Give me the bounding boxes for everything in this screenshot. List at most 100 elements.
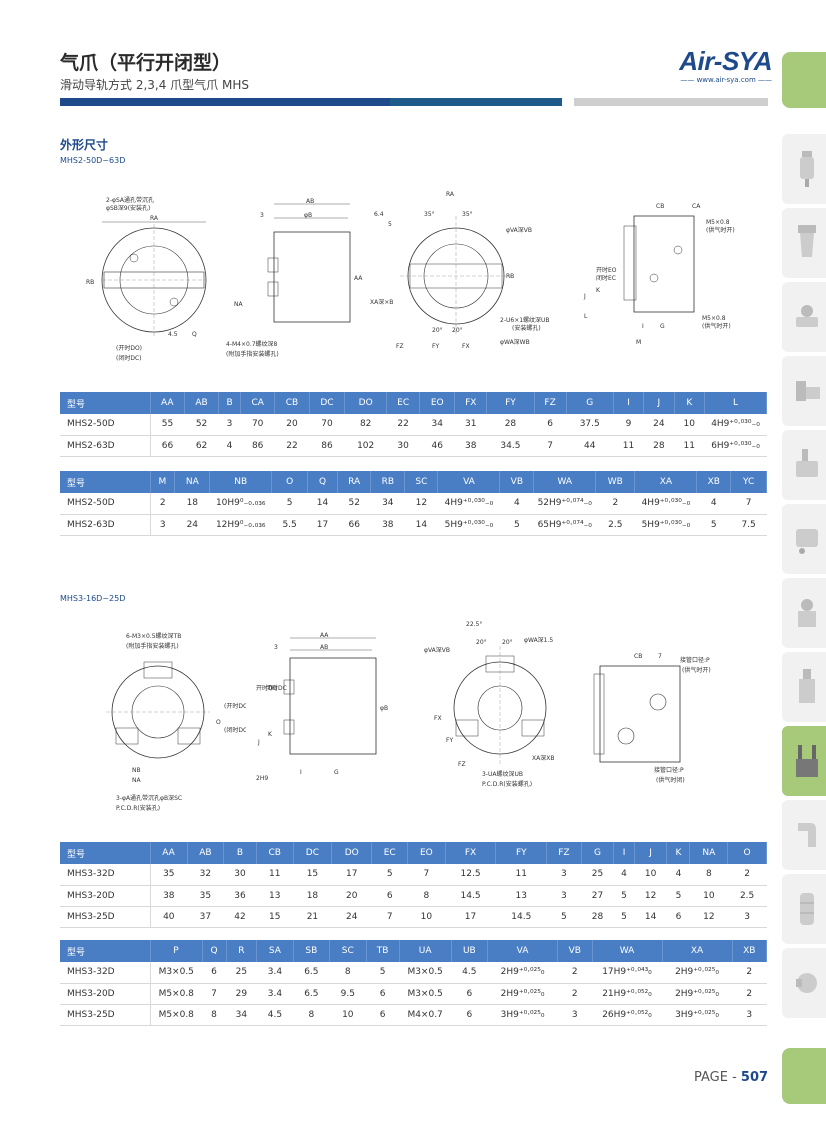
drawing-mhs2-front: 2-φSA通孔带沉孔 φSB深9(安装孔) RA RB 4.5 Q NA (开时… xyxy=(84,188,294,372)
side-nav-actuator[interactable] xyxy=(782,948,826,1018)
col-header: UA xyxy=(399,940,452,962)
table-row: MHS3-20D M5×0.8 7 29 3.4 6.5 9.5 6 M3×0.… xyxy=(60,983,767,1005)
col-header: XB xyxy=(732,940,767,962)
label-wa2: φWA深1.5 xyxy=(524,636,553,644)
cell: 25 xyxy=(226,962,257,984)
cell: 5 xyxy=(371,864,408,886)
label-225: 22.5° xyxy=(466,621,482,628)
cell: 17 xyxy=(445,906,496,928)
label-p1: 接管口径:P xyxy=(680,656,710,664)
cell: 46 xyxy=(419,435,455,457)
side-nav-solenoid[interactable] xyxy=(782,504,826,574)
drawing-mhs3-side: AA AB 3 开时DO 闭时DC φB J K I G 2H9 xyxy=(254,630,394,794)
cell: 8 xyxy=(329,962,366,984)
cell: 42 xyxy=(223,906,257,928)
label-m3-note: (附加手指安装螺孔) xyxy=(126,642,179,650)
side-tab-top[interactable] xyxy=(782,52,826,108)
col-header: J xyxy=(634,842,668,864)
cell: 22 xyxy=(386,414,420,436)
side-tab-bottom[interactable] xyxy=(782,1048,826,1104)
side-category-nav xyxy=(782,134,826,1022)
label-u6: 2-U6×1螺纹深UB xyxy=(500,316,550,324)
cell: 3H9⁺⁰·⁰²⁵₀ xyxy=(662,1004,732,1026)
cell: 4.5 xyxy=(256,1004,294,1026)
label-do3: 开时DO xyxy=(256,684,278,692)
cell: 2 xyxy=(557,962,592,984)
drawing-mhs3-top: 22.5° 20° 20° φVA深VB φWA深1.5 FX FY FZ XA… xyxy=(420,616,580,800)
col-header: UB xyxy=(451,940,489,962)
table-row: MHS3-25D 40 37 42 15 21 24 7 10 17 14.5 … xyxy=(60,906,767,928)
side-nav-valve[interactable] xyxy=(782,282,826,352)
side-nav-fitting[interactable] xyxy=(782,356,826,426)
cell: 70 xyxy=(309,414,345,436)
cell: 2 xyxy=(557,983,592,1005)
cell: 20 xyxy=(274,414,310,436)
cell: 2H9⁺⁰·⁰²⁵₀ xyxy=(662,983,732,1005)
cell: 5 xyxy=(613,885,635,907)
table-row: MHS2-50D 2 18 10H9⁰₋₀.₀₃₆ 5 14 52 34 12 … xyxy=(60,493,767,515)
label-dc3: 闭时DC xyxy=(266,684,287,692)
label-na2: NA xyxy=(132,777,141,784)
col-header: VB xyxy=(499,471,535,493)
cell: MHS2-50D xyxy=(60,493,151,515)
label-m5a-note: (供气时开) xyxy=(706,226,735,234)
cell: 29 xyxy=(226,983,257,1005)
cell: 38 xyxy=(370,514,405,536)
cell: M3×0.5 xyxy=(399,983,452,1005)
cell: 6 xyxy=(366,983,400,1005)
col-header: RB xyxy=(370,471,406,493)
cell: 22 xyxy=(274,435,310,457)
cell: 5 xyxy=(366,962,400,984)
drawing-mhs2-end: CB CA M5×0.8 (供气时开) 开时EO 闭时EC J K L I G … xyxy=(580,196,750,360)
cell: 4 xyxy=(666,864,690,886)
cell: 2H9⁺⁰·⁰²⁵₀ xyxy=(662,962,732,984)
col-header: DC xyxy=(309,392,346,414)
label-va2: φVA深VB xyxy=(424,646,450,654)
cell: 10 xyxy=(689,885,728,907)
cell: 10H9⁰₋₀.₀₃₆ xyxy=(209,493,272,515)
spec-table-mhs2-b: 型号 M NA NB O Q RA RB SC VA VB WA WB XA X… xyxy=(60,471,767,536)
col-header: DO xyxy=(344,392,387,414)
table-header-row: 型号 P Q R SA SB SC TB UA UB VA VB WA XA X… xyxy=(60,940,767,962)
label-20c: 20° xyxy=(476,639,487,646)
cell: 15 xyxy=(293,864,332,886)
side-nav-filter-bowl[interactable] xyxy=(782,208,826,278)
cell: M5×0.8 xyxy=(150,1004,202,1026)
cell: 21 xyxy=(293,906,332,928)
cell: 5H9⁺⁰·⁰³⁰₋₀ xyxy=(634,514,697,536)
col-header: L xyxy=(704,392,767,414)
label-q: Q xyxy=(192,331,197,338)
col-header: VA xyxy=(437,471,501,493)
cell: 37 xyxy=(187,906,224,928)
label-pcd2: P.C.D.R(安装螺孔) xyxy=(482,780,532,788)
cell: MHS2-63D xyxy=(60,514,151,536)
cell: 17 xyxy=(331,864,372,886)
label-2h9: 2H9 xyxy=(256,775,268,782)
label-dc2: (闭时DC) xyxy=(224,726,246,734)
spec-table-mhs3-b: 型号 P Q R SA SB SC TB UA UB VA VB WA XA X… xyxy=(60,940,767,1026)
brand-logo: Air-SYA —— www.air-sya.com —— xyxy=(672,48,772,84)
label-aa: AB xyxy=(306,198,314,205)
spec-table-mhs3-a: 型号 AA AB B CB DC DO EC EO FX FY FZ G I J… xyxy=(60,842,767,928)
cell: 5H9⁺⁰·⁰³⁰₋₀ xyxy=(437,514,500,536)
col-header: 型号 xyxy=(60,940,151,962)
col-header: G xyxy=(581,842,615,864)
col-header: G xyxy=(566,392,614,414)
side-nav-cylinder[interactable] xyxy=(782,430,826,500)
cell: 2 xyxy=(150,493,175,515)
header-bar-mid xyxy=(390,98,562,106)
side-nav-filter[interactable] xyxy=(782,134,826,204)
label-sa: 2-φSA通孔带沉孔 xyxy=(106,196,154,204)
table-row: MHS2-63D 3 24 12H9⁰₋₀.₀₃₆ 5.5 17 66 38 1… xyxy=(60,514,767,536)
side-nav-silencer[interactable] xyxy=(782,874,826,944)
cell: 5 xyxy=(271,493,308,515)
actuator-icon xyxy=(796,973,817,993)
side-nav-gripper[interactable] xyxy=(782,726,826,796)
side-nav-lubricator[interactable] xyxy=(782,652,826,722)
label-do2: (开时DO) xyxy=(224,702,246,710)
side-nav-elbow[interactable] xyxy=(782,800,826,870)
side-nav-regulator[interactable] xyxy=(782,578,826,648)
cell: 35 xyxy=(187,885,224,907)
cell: M4×0.7 xyxy=(399,1004,452,1026)
cell: 66 xyxy=(150,435,185,457)
